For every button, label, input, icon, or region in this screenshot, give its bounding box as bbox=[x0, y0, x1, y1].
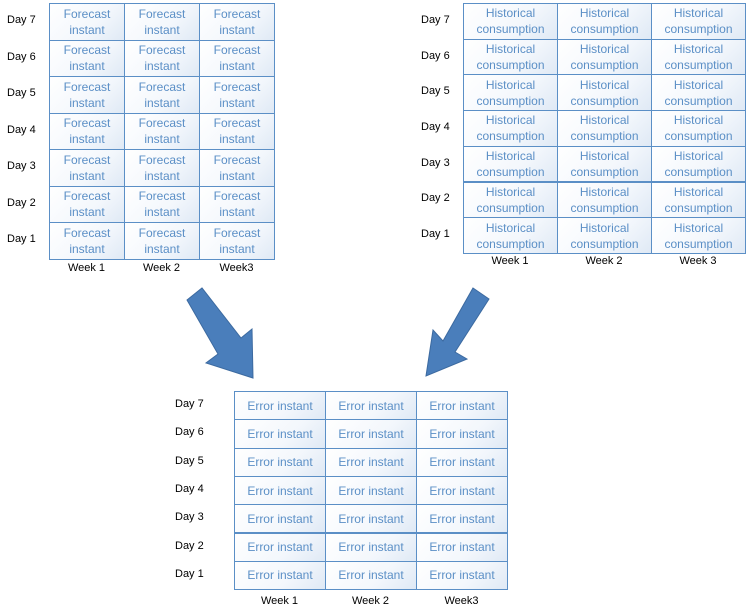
historical-cell: Historical consumption bbox=[463, 145, 558, 183]
error-cell: Error instant bbox=[416, 560, 508, 591]
historical-cell: Historical consumption bbox=[557, 217, 652, 254]
forecast-cell: Forecast instant bbox=[124, 3, 200, 41]
error-col-label: Week 2 bbox=[351, 595, 390, 608]
historical-cell: Historical consumption bbox=[557, 181, 652, 219]
error-row-label: Day 4 bbox=[175, 483, 204, 496]
forecast-cell: Forecast instant bbox=[199, 39, 275, 77]
forecast-col-label: Week 2 bbox=[142, 261, 181, 274]
error-row-label: Day 3 bbox=[175, 511, 204, 524]
error-row-label: Day 6 bbox=[175, 426, 204, 439]
error-cell: Error instant bbox=[416, 419, 508, 449]
forecast-col-label: Week3 bbox=[219, 261, 254, 274]
historical-cell: Historical consumption bbox=[557, 145, 652, 183]
historical-cell: Historical consumption bbox=[651, 3, 746, 40]
error-col-label: Week 1 bbox=[260, 595, 299, 608]
forecast-cell: Forecast instant bbox=[49, 149, 125, 187]
historical-col-label: Week 3 bbox=[679, 254, 717, 267]
forecast-cell: Forecast instant bbox=[199, 222, 275, 260]
forecast-cell: Forecast instant bbox=[124, 185, 200, 223]
error-cell: Error instant bbox=[234, 504, 326, 534]
historical-row-label: Day 4 bbox=[421, 120, 450, 133]
error-cell: Error instant bbox=[416, 391, 508, 421]
forecast-cell: Forecast instant bbox=[49, 185, 125, 223]
historical-cell: Historical consumption bbox=[651, 217, 746, 254]
error-cell: Error instant bbox=[416, 532, 508, 562]
historical-cell: Historical consumption bbox=[557, 74, 652, 112]
forecast-cell: Forecast instant bbox=[49, 112, 125, 150]
error-cell: Error instant bbox=[416, 504, 508, 534]
error-cell: Error instant bbox=[325, 504, 417, 534]
forecast-row-label: Day 3 bbox=[7, 160, 36, 173]
forecast-row-label: Day 1 bbox=[7, 233, 36, 246]
arrow-historical-to-error bbox=[425, 287, 490, 377]
historical-cell: Historical consumption bbox=[651, 181, 746, 219]
historical-cell: Historical consumption bbox=[463, 110, 558, 147]
historical-cell: Historical consumption bbox=[651, 110, 746, 147]
historical-row-label: Day 5 bbox=[421, 85, 450, 98]
arrow-forecast-to-error bbox=[186, 287, 254, 379]
error-cell: Error instant bbox=[325, 532, 417, 562]
forecast-row-label: Day 2 bbox=[7, 196, 36, 209]
historical-cell: Historical consumption bbox=[463, 38, 558, 76]
forecast-col-label: Week 1 bbox=[67, 261, 106, 274]
historical-row-label: Day 7 bbox=[421, 13, 450, 26]
historical-row-label: Day 2 bbox=[421, 192, 450, 205]
forecast-row-label: Day 4 bbox=[7, 123, 36, 136]
historical-cell: Historical consumption bbox=[557, 110, 652, 147]
error-row-label: Day 2 bbox=[175, 539, 204, 552]
forecast-cell: Forecast instant bbox=[199, 3, 275, 41]
forecast-cell: Forecast instant bbox=[124, 76, 200, 114]
historical-row-label: Day 6 bbox=[421, 49, 450, 62]
error-col-label: Week3 bbox=[444, 595, 479, 608]
forecast-row-label: Day 5 bbox=[7, 87, 36, 100]
error-cell: Error instant bbox=[234, 391, 326, 421]
error-cell: Error instant bbox=[325, 419, 417, 449]
historical-row-label: Day 1 bbox=[421, 228, 450, 241]
forecast-cell: Forecast instant bbox=[49, 222, 125, 260]
error-cell: Error instant bbox=[234, 532, 326, 562]
error-cell: Error instant bbox=[416, 475, 508, 506]
forecast-row-label: Day 7 bbox=[7, 14, 36, 27]
historical-col-label: Week 2 bbox=[585, 254, 623, 267]
forecast-cell: Forecast instant bbox=[199, 185, 275, 223]
error-cell: Error instant bbox=[234, 475, 326, 506]
error-row-label: Day 5 bbox=[175, 454, 204, 467]
forecast-cell: Forecast instant bbox=[124, 222, 200, 260]
historical-cell: Historical consumption bbox=[463, 217, 558, 254]
historical-col-label: Week 1 bbox=[491, 254, 529, 267]
error-cell: Error instant bbox=[416, 447, 508, 477]
historical-cell: Historical consumption bbox=[463, 181, 558, 219]
forecast-cell: Forecast instant bbox=[49, 76, 125, 114]
historical-cell: Historical consumption bbox=[651, 145, 746, 183]
historical-cell: Historical consumption bbox=[463, 3, 558, 40]
error-cell: Error instant bbox=[234, 419, 326, 449]
error-cell: Error instant bbox=[325, 560, 417, 591]
forecast-cell: Forecast instant bbox=[124, 112, 200, 150]
historical-row-label: Day 3 bbox=[421, 156, 450, 169]
error-row-label: Day 7 bbox=[175, 398, 204, 411]
error-row-label: Day 1 bbox=[175, 567, 204, 580]
error-cell: Error instant bbox=[234, 560, 326, 591]
forecast-row-label: Day 6 bbox=[7, 50, 36, 63]
